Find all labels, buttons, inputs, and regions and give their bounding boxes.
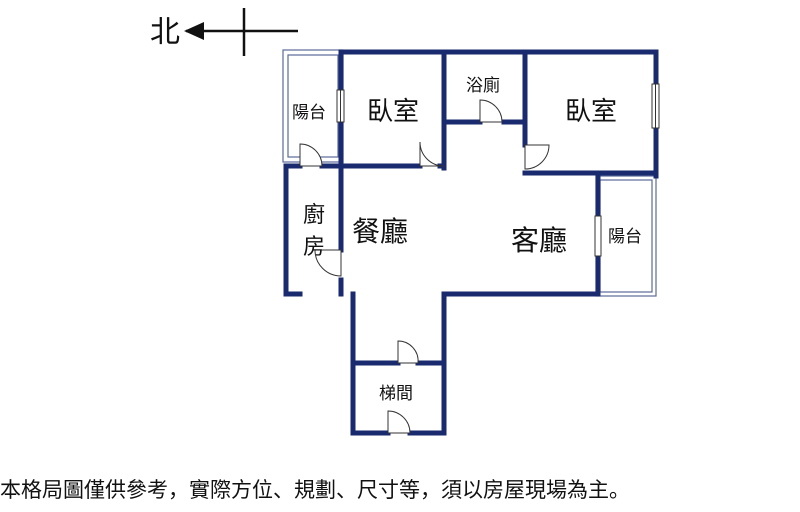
- room-label-dining: 餐廳: [352, 215, 408, 248]
- room-label-balcony-east: 陽台: [608, 227, 642, 247]
- room-label-bathroom: 浴廁: [466, 75, 500, 96]
- room-label-balcony-west: 陽台: [292, 103, 326, 123]
- doors: [299, 99, 550, 434]
- room-label-kitchen-2: 房: [303, 235, 325, 260]
- windows: [336, 83, 660, 257]
- room-label-kitchen-1: 廚: [303, 203, 325, 228]
- room-label-bedroom-1: 臥室: [367, 97, 419, 127]
- disclaimer-text: 本格局圖僅供參考，實際方位、規劃、尺寸等，須以房屋現場為主。: [0, 478, 630, 502]
- room-label-living: 客廳: [511, 224, 567, 257]
- room-label-stairwell: 梯間: [379, 384, 413, 404]
- compass-label: 北: [150, 15, 180, 50]
- room-label-bedroom-2: 臥室: [565, 97, 617, 127]
- north-arrow-icon: [184, 8, 298, 56]
